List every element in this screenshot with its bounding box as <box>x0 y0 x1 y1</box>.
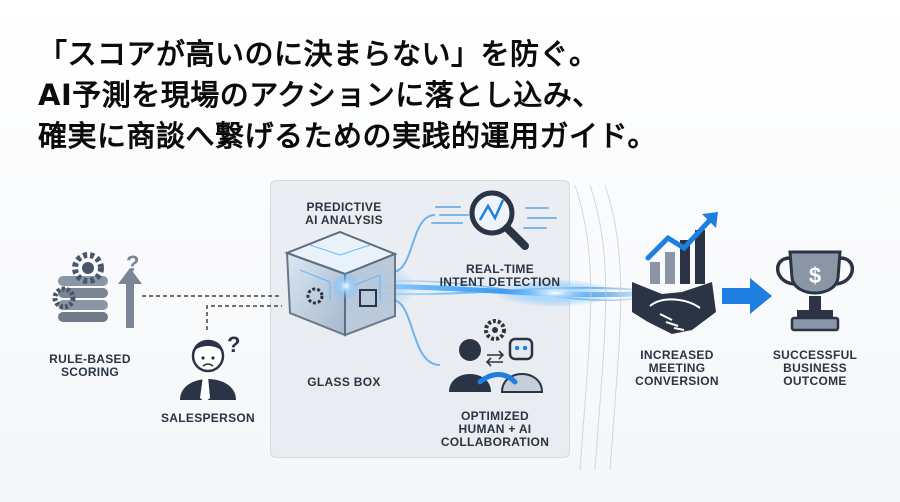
label-business-outcome: SUCCESSFUL BUSINESS OUTCOME <box>762 349 868 388</box>
gear-stack-icon: ? <box>52 251 142 328</box>
headline-line-3: 確実に商談へ繋げるための実践的運用ガイド。 <box>38 119 657 153</box>
label-predictive-line-1: PREDICTIVE <box>306 200 382 214</box>
label-meeting-line-2: MEETING <box>648 361 706 375</box>
label-intent-detection: REAL-TIME INTENT DETECTION <box>430 263 570 289</box>
label-collab-line-1: OPTIMIZED <box>460 409 530 423</box>
background-waves <box>574 184 622 471</box>
label-rule-based-line-2: SCORING <box>60 365 120 379</box>
label-intent-line-2: INTENT DETECTION <box>439 275 561 289</box>
handshake-growth-icon <box>632 212 772 334</box>
label-rule-based-scoring: RULE-BASED SCORING <box>40 353 140 379</box>
label-predictive-ai: PREDICTIVE AI ANALYSIS <box>290 201 398 227</box>
label-outcome-line-1: SUCCESSFUL <box>772 348 858 362</box>
label-meeting-conversion: INCREASED MEETING CONVERSION <box>622 349 732 388</box>
label-glass-box: GLASS BOX <box>307 375 381 389</box>
headline-line-1: 「スコアが高いのに決まらない」を防ぐ。 <box>38 37 599 71</box>
dashed-connectors <box>142 295 282 330</box>
label-salesperson: SALESPERSON <box>161 411 255 425</box>
label-predictive-line-2: AI ANALYSIS <box>305 213 383 227</box>
label-outcome-line-3: OUTCOME <box>783 374 847 388</box>
label-collab-line-2: HUMAN + AI <box>458 422 532 436</box>
svg-text:?: ? <box>126 251 139 276</box>
label-meeting-line-3: CONVERSION <box>635 374 719 388</box>
magnifier-icon <box>469 190 529 250</box>
label-collab-line-3: COLLABORATION <box>440 435 550 449</box>
label-collaboration: OPTIMIZED HUMAN + AI COLLABORATION <box>440 410 550 449</box>
svg-text:$: $ <box>809 263 821 288</box>
data-stream-lines <box>431 206 557 229</box>
label-meeting-line-1: INCREASED <box>640 348 714 362</box>
confused-person-icon: ? <box>180 332 240 402</box>
headline: 「スコアが高いのに決まらない」を防ぐ。 AI予測を現場のアクションに落とし込み、… <box>38 34 868 157</box>
label-rule-based-line-1: RULE-BASED <box>49 352 131 366</box>
label-outcome-line-2: BUSINESS <box>783 361 847 375</box>
human-robot-handshake-icon <box>449 319 544 393</box>
trophy-icon: $ <box>776 250 854 332</box>
svg-text:?: ? <box>227 332 240 357</box>
label-intent-line-1: REAL-TIME <box>465 262 535 276</box>
headline-line-2: AI予測を現場のアクションに落とし込み、 <box>38 78 602 112</box>
glass-cube-icon <box>284 230 398 337</box>
